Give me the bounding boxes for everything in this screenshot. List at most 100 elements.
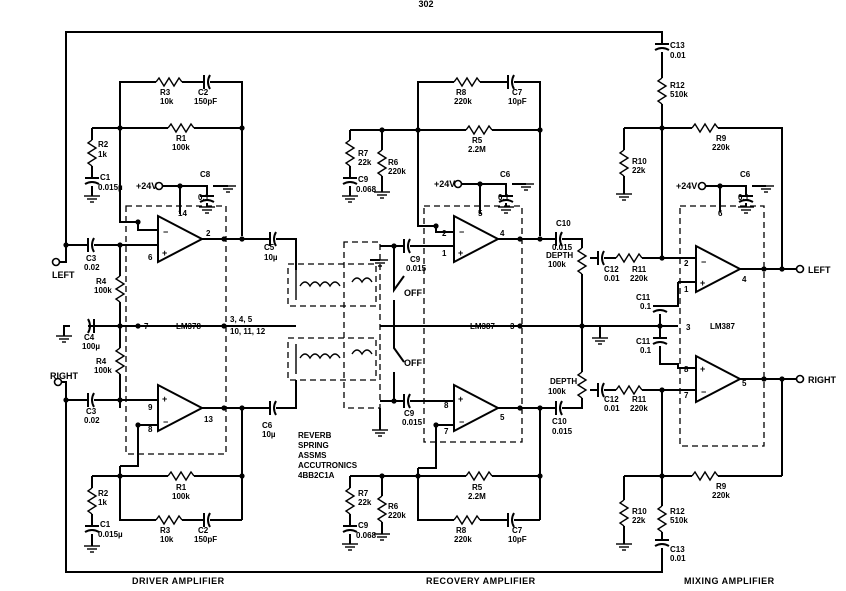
- capacitor-c10-bottom: [555, 400, 563, 416]
- mixing-amplifier-section: −+ +−: [590, 40, 805, 564]
- capacitor-c9-mid-bottom: [403, 393, 411, 409]
- svg-text:220k: 220k: [630, 404, 648, 413]
- driver-opamp-bottom: [157, 383, 205, 433]
- svg-text:220k: 220k: [630, 274, 648, 283]
- svg-text:+: +: [458, 394, 463, 404]
- svg-text:0.015: 0.015: [552, 427, 573, 436]
- svg-text:R3: R3: [160, 526, 171, 535]
- svg-text:5: 5: [478, 209, 483, 218]
- reverb-label: REVERB SPRING ASSMS ACCUTRONICS 4BB2C1A: [298, 431, 358, 480]
- svg-text:2.2M: 2.2M: [468, 492, 486, 501]
- resistor-r5-top: [465, 125, 493, 135]
- ic-label-driver: LM378: [176, 322, 201, 331]
- svg-text:0.015µ: 0.015µ: [98, 530, 123, 539]
- svg-text:C9: C9: [410, 255, 421, 264]
- capacitor-c3-bottom: [87, 392, 95, 408]
- svg-text:0.01: 0.01: [604, 274, 620, 283]
- svg-text:0.02: 0.02: [84, 416, 100, 425]
- resistor-r3-bottom: [155, 515, 183, 525]
- left-input-label: LEFT: [52, 270, 75, 280]
- svg-text:0.1: 0.1: [640, 346, 652, 355]
- svg-text:REVERB: REVERB: [298, 431, 332, 440]
- svg-text:0.015µ: 0.015µ: [98, 183, 123, 192]
- svg-text:C4: C4: [84, 333, 95, 342]
- supply-terminal-mixing: [697, 181, 707, 191]
- svg-text:510k: 510k: [670, 90, 688, 99]
- ic-label-recovery: LM387: [470, 322, 495, 331]
- svg-text:C7: C7: [512, 526, 523, 535]
- resistor-r6-top: [377, 149, 387, 177]
- svg-text:7: 7: [684, 391, 689, 400]
- capacitor-c2-bottom: [203, 512, 211, 528]
- svg-text:C6: C6: [500, 170, 511, 179]
- left-input-terminal: [51, 257, 61, 267]
- svg-text:100µ: 100µ: [82, 342, 100, 351]
- svg-text:C2: C2: [198, 526, 209, 535]
- capacitor-c9-mid-top: [403, 238, 411, 254]
- svg-text:220k: 220k: [388, 511, 406, 520]
- capacitor-c11-bottom: [652, 337, 668, 345]
- capacitor-c6-driver: [269, 400, 277, 416]
- svg-text:220k: 220k: [454, 535, 472, 544]
- svg-text:22k: 22k: [358, 498, 372, 507]
- resistor-r9-bottom: [691, 471, 719, 481]
- svg-text:100k: 100k: [548, 260, 566, 269]
- svg-text:+: +: [700, 278, 705, 288]
- svg-text:0.01: 0.01: [670, 554, 686, 563]
- capacitor-c9-top: [342, 177, 358, 185]
- svg-text:100k: 100k: [172, 143, 190, 152]
- svg-text:150pF: 150pF: [194, 535, 217, 544]
- svg-text:DEPTH: DEPTH: [546, 251, 573, 260]
- svg-text:0.015: 0.015: [406, 264, 427, 273]
- svg-text:100k: 100k: [548, 387, 566, 396]
- capacitor-c9-bottom: [342, 525, 358, 533]
- svg-text:10k: 10k: [160, 97, 174, 106]
- left-output-label: LEFT: [808, 265, 831, 275]
- switch-label-top: OFF: [404, 288, 422, 298]
- depth-pot-bottom: [577, 371, 587, 399]
- svg-text:R12: R12: [670, 81, 685, 90]
- svg-text:R2: R2: [98, 489, 109, 498]
- supply-terminal-driver: [154, 181, 164, 191]
- svg-text:0.01: 0.01: [670, 51, 686, 60]
- right-input-terminal: [53, 377, 63, 387]
- capacitor-c3-top: [87, 237, 95, 253]
- capacitor-c1-bottom: [84, 525, 100, 533]
- svg-text:1k: 1k: [98, 498, 107, 507]
- mixing-opamp-bottom: [695, 354, 743, 404]
- resistor-r4-bottom: [115, 347, 125, 375]
- svg-text:C11: C11: [636, 337, 651, 346]
- svg-text:10µ: 10µ: [262, 430, 276, 439]
- resistor-r7-bottom: [345, 487, 355, 515]
- mixing-opamp-top: [695, 244, 743, 294]
- svg-text:C8: C8: [200, 170, 211, 179]
- svg-text:2: 2: [684, 259, 689, 268]
- driver-amplifier-section: −+ +−: [51, 74, 297, 553]
- capacitor-c7-top: [507, 74, 515, 90]
- svg-text:510k: 510k: [670, 516, 688, 525]
- svg-text:3, 4, 5: 3, 4, 5: [230, 315, 253, 324]
- svg-text:−: −: [701, 387, 706, 397]
- svg-text:9: 9: [148, 403, 153, 412]
- section-label-recovery: RECOVERY AMPLIFIER: [426, 576, 536, 586]
- resistor-r9-top: [691, 123, 719, 133]
- svg-text:ACCUTRONICS: ACCUTRONICS: [298, 461, 358, 470]
- capacitor-c11-top: [652, 305, 668, 313]
- svg-text:14: 14: [178, 209, 187, 218]
- svg-text:22k: 22k: [632, 516, 646, 525]
- svg-text:3: 3: [686, 323, 691, 332]
- svg-text:10, 11, 12: 10, 11, 12: [230, 327, 266, 336]
- svg-text:C2: C2: [198, 88, 209, 97]
- svg-text:2: 2: [442, 229, 447, 238]
- svg-text:R6: R6: [388, 158, 399, 167]
- resistor-r8-bottom: [453, 515, 481, 525]
- svg-text:C9: C9: [358, 175, 369, 184]
- svg-text:C5: C5: [264, 243, 275, 252]
- svg-text:−: −: [459, 227, 464, 237]
- svg-text:5: 5: [742, 379, 747, 388]
- resistor-r11-top: [615, 253, 643, 263]
- svg-text:C12: C12: [604, 265, 619, 274]
- svg-text:C3: C3: [86, 407, 97, 416]
- svg-text:1k: 1k: [98, 150, 107, 159]
